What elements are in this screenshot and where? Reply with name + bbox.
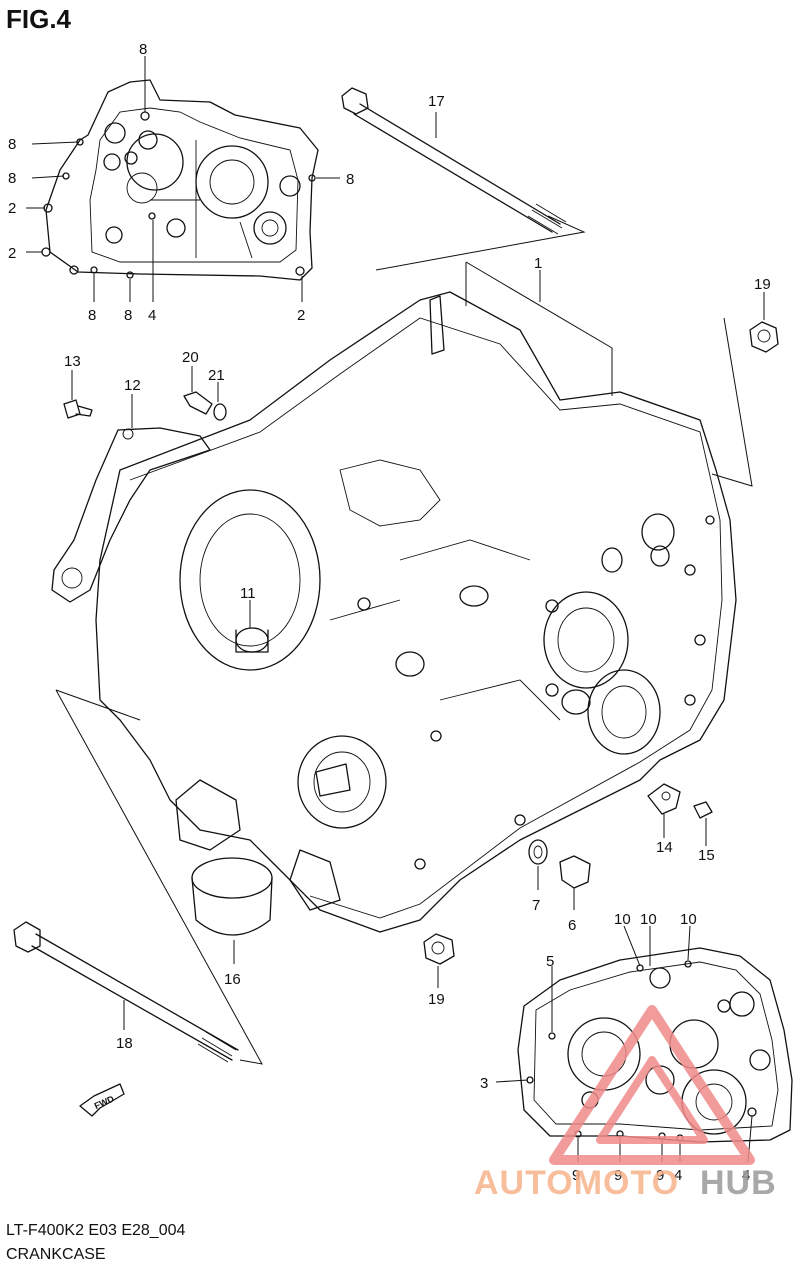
part-15-bolt <box>693 801 713 846</box>
part-21-washer <box>213 382 227 421</box>
callout-15: 15 <box>698 847 715 864</box>
callout-9-c: 9 <box>656 1167 664 1184</box>
callout-4-inset: 4 <box>148 307 156 324</box>
callout-9-b: 9 <box>614 1167 622 1184</box>
callout-16: 16 <box>224 971 241 988</box>
callout-1: 1 <box>534 255 542 272</box>
inset-crankcase-top <box>41 79 319 281</box>
inset-leaders <box>26 56 340 302</box>
callout-10-b: 10 <box>640 911 657 928</box>
callout-12: 12 <box>124 377 141 394</box>
inset-crankcase-bottom <box>517 947 793 1143</box>
part-18-long-bolt <box>13 921 239 1063</box>
figure-title: FIG.4 <box>6 4 72 34</box>
callout-7: 7 <box>532 897 540 914</box>
callout-8-bottom-2: 8 <box>124 307 132 324</box>
part-1-bracket <box>375 215 753 487</box>
callout-8-top: 8 <box>139 41 147 58</box>
part-19-nut-top <box>749 292 779 353</box>
part-6-drain-plug <box>559 855 591 910</box>
callout-8-bottom-1: 8 <box>88 307 96 324</box>
callout-2-left-1: 2 <box>8 200 16 217</box>
fwd-arrow-badge: FWD <box>79 1083 125 1117</box>
part-7-washer <box>528 839 548 890</box>
callout-9-a: 9 <box>572 1167 580 1184</box>
part-17-long-bolt <box>341 87 567 235</box>
part-13-bolt <box>63 370 93 419</box>
watermark-text-secondary: HUB <box>700 1164 777 1202</box>
watermark-logo: AUTOMOTO HUB <box>474 1005 777 1202</box>
callout-10-c: 10 <box>680 911 697 928</box>
callout-3: 3 <box>480 1075 488 1092</box>
main-crankcase <box>95 291 737 933</box>
explosion-guides <box>55 689 263 1065</box>
callout-8-right: 8 <box>346 171 354 188</box>
part-20-plug <box>183 366 213 415</box>
fwd-label: FWD <box>93 1093 116 1111</box>
callout-5: 5 <box>546 953 554 970</box>
callout-17: 17 <box>428 93 445 110</box>
part-12-gasket <box>51 394 211 603</box>
watermark-text-primary: AUTOMOTO <box>474 1164 679 1202</box>
callout-20: 20 <box>182 349 199 366</box>
callout-19-bottom: 19 <box>428 991 445 1008</box>
callout-11: 11 <box>240 585 256 602</box>
callout-14: 14 <box>656 839 673 856</box>
callout-19-top: 19 <box>754 276 771 293</box>
part-16-cap <box>191 857 273 964</box>
callout-2-bottom: 2 <box>297 307 305 324</box>
callout-2-left-2: 2 <box>8 245 16 262</box>
callout-4-bottom-b: 4 <box>742 1167 750 1184</box>
callout-6: 6 <box>568 917 576 934</box>
callout-4-bottom-a: 4 <box>674 1167 682 1184</box>
callout-13: 13 <box>64 353 81 370</box>
part-19-nut-bottom <box>423 933 455 988</box>
part-14-bracket <box>647 783 681 838</box>
figure-name: CRANKCASE <box>6 1246 106 1263</box>
callout-10-a: 10 <box>614 911 631 928</box>
callout-18: 18 <box>116 1035 133 1052</box>
callout-8-left-1: 8 <box>8 136 16 153</box>
callout-8-left-2: 8 <box>8 170 16 187</box>
callout-21: 21 <box>208 367 225 384</box>
figure-code: LT-F400K2 E03 E28_004 <box>6 1222 186 1239</box>
